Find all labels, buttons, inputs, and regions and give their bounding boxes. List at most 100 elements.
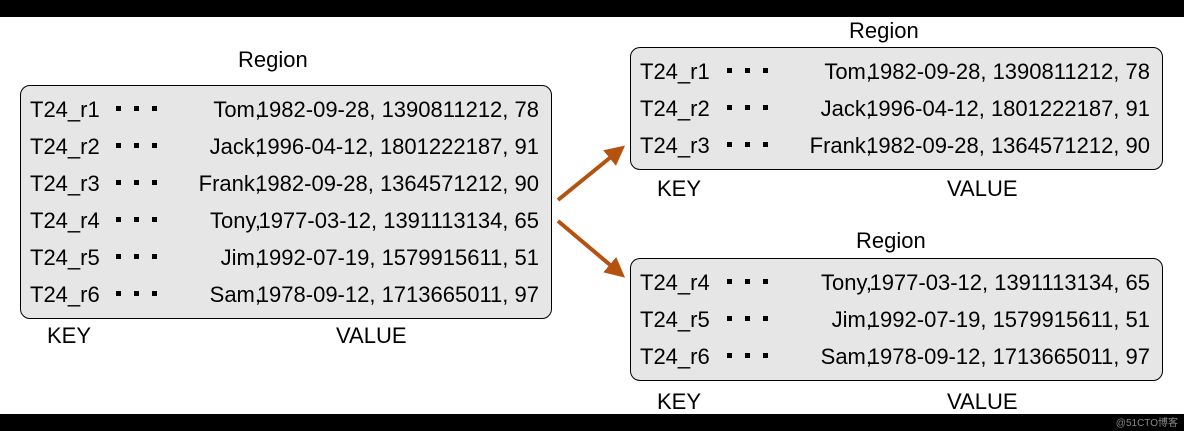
ellipsis-dot	[134, 180, 139, 185]
row-name: Sam,	[209, 282, 261, 307]
ellipsis-dot	[763, 142, 768, 147]
top-right-region-title: Region	[849, 18, 919, 43]
ellipsis-dot	[116, 291, 121, 296]
row-name: Tony,	[821, 270, 872, 295]
ellipsis-dot	[763, 353, 768, 358]
ellipsis-dot	[727, 316, 732, 321]
row-value: 1992-07-19, 1579915611, 51	[256, 245, 539, 270]
ellipsis-dot	[116, 143, 121, 148]
row-key: T24_r4	[30, 208, 100, 233]
row-key: T24_r2	[30, 134, 100, 159]
row-key: T24_r3	[640, 133, 710, 158]
table-row: T24_r3 Frank,1982-09-28, 1364571212, 90	[21, 164, 551, 201]
row-key: T24_r5	[30, 245, 100, 270]
table-row: T24_r3 Frank,1982-09-28, 1364571212, 90	[631, 126, 1162, 163]
row-value: 1982-09-28, 1364571212, 90	[255, 171, 539, 196]
left-value-label: VALUE	[336, 323, 407, 348]
table-row: T24_r1 Tom,1982-09-28, 1390811212, 78	[631, 52, 1162, 89]
ellipsis-dot	[134, 254, 139, 259]
ellipsis-dot	[763, 105, 768, 110]
ellipsis-dot	[745, 142, 750, 147]
ellipsis-dot	[745, 105, 750, 110]
row-name: Tony,	[210, 208, 261, 233]
left-key-label: KEY	[47, 323, 92, 348]
row-value: 1992-07-19, 1579915611, 51	[867, 307, 1150, 332]
row-key: T24_r4	[640, 270, 710, 295]
ellipsis-dot	[134, 291, 139, 296]
row-name: Jack,	[209, 134, 261, 159]
ellipsis-dot	[745, 279, 750, 284]
table-row: T24_r2 Jack,1996-04-12, 1801222187, 91	[21, 127, 551, 164]
ellipsis-dot	[763, 316, 768, 321]
table-row: T24_r2 Jack,1996-04-12, 1801222187, 91	[631, 89, 1162, 126]
row-name: Jack,	[820, 96, 872, 121]
row-value: 1982-09-28, 1364571212, 90	[866, 133, 1150, 158]
table-row: T24_r5 Jim,1992-07-19, 1579915611, 51	[631, 300, 1162, 337]
row-key: T24_r3	[30, 171, 100, 196]
row-key: T24_r2	[640, 96, 710, 121]
ellipsis-dot	[727, 353, 732, 358]
ellipsis-dot	[727, 142, 732, 147]
row-name: Tom,	[824, 59, 872, 84]
row-key: T24_r6	[640, 344, 710, 369]
row-value: 1977-03-12, 1391113134, 65	[869, 270, 1150, 295]
ellipsis-dot	[152, 254, 157, 259]
bottom-right-region-title: Region	[856, 228, 926, 253]
arrow-to-bottom-region	[556, 219, 626, 278]
table-row: T24_r5 Jim,1992-07-19, 1579915611, 51	[21, 238, 551, 275]
split-arrows	[556, 145, 626, 278]
ellipsis-dot	[152, 106, 157, 111]
row-key: T24_r5	[640, 307, 710, 332]
table-row: T24_r4 Tony,1977-03-12, 1391113134, 65	[21, 201, 551, 238]
row-key: T24_r1	[30, 97, 100, 122]
ellipsis-dot	[727, 105, 732, 110]
ellipsis-dot	[116, 254, 121, 259]
watermark-text: @51CTO博客	[1115, 418, 1178, 429]
arrow-to-top-region	[556, 145, 626, 202]
row-name: Frank,	[809, 133, 872, 158]
ellipsis-dot	[763, 279, 768, 284]
ellipsis-dot	[152, 180, 157, 185]
ellipsis-dot	[116, 106, 121, 111]
left-region-title: Region	[238, 47, 308, 72]
row-value: 1996-04-12, 1801222187, 91	[255, 134, 539, 159]
row-value: 1982-09-28, 1390811212, 78	[256, 97, 539, 122]
ellipsis-dot	[134, 217, 139, 222]
ellipsis-dot	[152, 291, 157, 296]
row-key: T24_r6	[30, 282, 100, 307]
top-right-value-label: VALUE	[947, 176, 1018, 201]
ellipsis-dot	[745, 353, 750, 358]
row-value: 1977-03-12, 1391113134, 65	[258, 208, 539, 233]
bottom-right-key-label: KEY	[657, 389, 702, 414]
row-value: 1982-09-28, 1390811212, 78	[867, 59, 1150, 84]
row-name: Tom,	[213, 97, 261, 122]
row-name: Sam,	[820, 344, 872, 369]
row-name: Frank,	[198, 171, 261, 196]
row-value: 1978-09-12, 1713665011, 97	[867, 344, 1150, 369]
row-name: Jim,	[220, 245, 261, 270]
ellipsis-dot	[745, 68, 750, 73]
row-name: Jim,	[831, 307, 872, 332]
ellipsis-dot	[116, 180, 121, 185]
ellipsis-dot	[727, 279, 732, 284]
bottom-right-value-label: VALUE	[947, 389, 1018, 414]
ellipsis-dot	[152, 143, 157, 148]
ellipsis-dot	[763, 68, 768, 73]
ellipsis-dot	[745, 316, 750, 321]
row-key: T24_r1	[640, 59, 710, 84]
ellipsis-dot	[152, 217, 157, 222]
row-value: 1978-09-12, 1713665011, 97	[256, 282, 539, 307]
ellipsis-dot	[116, 217, 121, 222]
top-right-key-label: KEY	[657, 176, 702, 201]
table-row: T24_r6 Sam,1978-09-12, 1713665011, 97	[631, 337, 1162, 374]
row-value: 1996-04-12, 1801222187, 91	[866, 96, 1150, 121]
table-row: T24_r6 Sam,1978-09-12, 1713665011, 97	[21, 275, 551, 312]
ellipsis-dot	[134, 106, 139, 111]
ellipsis-dot	[134, 143, 139, 148]
table-row: T24_r4 Tony,1977-03-12, 1391113134, 65	[631, 263, 1162, 300]
table-row: T24_r1 Tom,1982-09-28, 1390811212, 78	[21, 90, 551, 127]
